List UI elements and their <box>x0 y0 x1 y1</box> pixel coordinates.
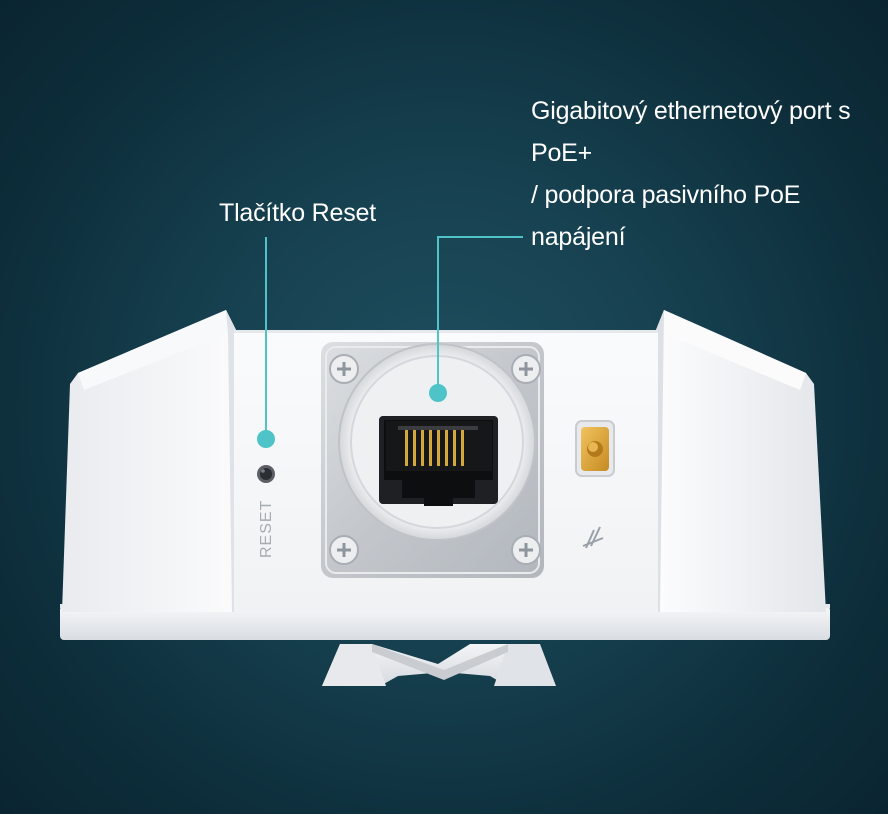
port-callout-pointer <box>429 236 523 402</box>
ethernet-port-callout-label: Gigabitový ethernetový port s PoE+ / pod… <box>531 90 851 258</box>
callout-line: / podpora pasivního PoE <box>531 181 801 209</box>
left-wing-panel <box>62 310 236 612</box>
reset-button-callout-label: Tlačítko Reset <box>219 199 376 227</box>
screw-top-left <box>329 354 359 384</box>
screw-bottom-left <box>329 535 359 565</box>
right-wing-panel <box>652 310 826 612</box>
callout-line: Gigabitový ethernetový port s <box>531 97 851 125</box>
mounting-stand <box>322 644 556 686</box>
reset-pinhole <box>257 465 275 483</box>
reset-printed-label: RESET <box>258 500 275 558</box>
ground-terminal <box>575 420 615 477</box>
callout-line: napájení <box>531 223 626 251</box>
ground-symbol-icon <box>582 526 604 549</box>
screw-bottom-right <box>511 535 541 565</box>
callout-line: PoE+ <box>531 139 593 167</box>
reset-callout-pointer <box>257 237 275 448</box>
screw-top-right <box>511 354 541 384</box>
ethernet-port-assembly <box>321 342 544 578</box>
rj45-contacts <box>405 428 464 466</box>
